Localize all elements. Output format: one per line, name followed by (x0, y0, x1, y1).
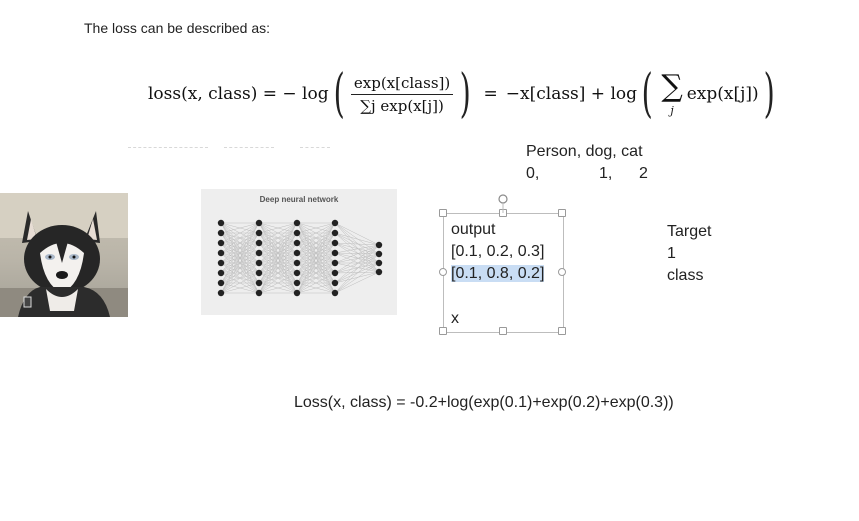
network-node (376, 269, 382, 275)
network-node (218, 230, 224, 236)
heading: The loss can be described as: (84, 20, 270, 36)
network-node (332, 250, 338, 256)
network-node (294, 230, 300, 236)
target-class-label: class (667, 265, 711, 287)
class-names: Person, dog, cat (526, 141, 648, 163)
target-value: 1 (667, 243, 711, 265)
network-node (376, 251, 382, 257)
network-node (218, 250, 224, 256)
divider (224, 147, 274, 148)
sum-term: exp(x[j]) (687, 84, 759, 104)
network-node (332, 290, 338, 296)
network-node (218, 270, 224, 276)
target-text: Target 1 class (667, 221, 711, 287)
sum-index: j (670, 104, 673, 117)
network-node (294, 260, 300, 266)
network-node (218, 240, 224, 246)
network-node (256, 250, 262, 256)
divider (300, 147, 330, 148)
husky-image (0, 193, 128, 317)
resize-handle-ne[interactable] (558, 209, 566, 217)
network-node (218, 280, 224, 286)
network-node (218, 260, 224, 266)
sum-operator: ∑ j (661, 72, 682, 117)
close-paren-2: ) (763, 68, 774, 120)
sigma-symbol: ∑ (661, 72, 682, 102)
open-paren-2: ( (642, 68, 653, 120)
resize-handle-se[interactable] (558, 327, 566, 335)
formula-equals: = (484, 84, 498, 104)
network-diagram (201, 189, 397, 315)
network-node (294, 290, 300, 296)
class-index-2: 2 (639, 163, 648, 185)
output-label: output (451, 219, 544, 241)
loss-formula: loss(x, class) = − log ( exp(x[class]) ∑… (148, 62, 779, 126)
network-node (294, 220, 300, 226)
network-node (256, 240, 262, 246)
class-indices: 0,1,2 (526, 163, 648, 185)
resize-handle-w[interactable] (439, 268, 447, 276)
network-node (218, 220, 224, 226)
network-node (332, 280, 338, 286)
network-edge (335, 254, 379, 273)
network-node (332, 240, 338, 246)
output-values-1: [0.1, 0.2, 0.3] (451, 241, 544, 263)
divider (128, 147, 208, 148)
resize-handle-nw[interactable] (439, 209, 447, 217)
class-index-1: 1, (599, 163, 639, 185)
target-label: Target (667, 221, 711, 243)
network-edge (335, 272, 379, 293)
network-node (332, 270, 338, 276)
formula-numerator: exp(x[class]) (351, 74, 453, 95)
network-edge (335, 223, 379, 245)
network-node (256, 230, 262, 236)
network-node (294, 240, 300, 246)
network-node (376, 242, 382, 248)
dog-photo (0, 193, 128, 317)
formula-denominator: ∑j exp(x[j]) (357, 95, 447, 115)
open-paren: ( (333, 68, 344, 120)
output-text[interactable]: output [0.1, 0.2, 0.3] [0.1, 0.8, 0.2] (451, 219, 544, 285)
resize-handle-sw[interactable] (439, 327, 447, 335)
formula-rhs: −x[class] + log (506, 84, 637, 104)
resize-handle-e[interactable] (558, 268, 566, 276)
network-node (294, 270, 300, 276)
network-node (332, 260, 338, 266)
class-labels: Person, dog, cat 0,1,2 (526, 141, 648, 185)
formula-fraction: exp(x[class]) ∑j exp(x[j]) (351, 74, 453, 115)
formula-lhs: loss(x, class) = − log (148, 84, 329, 104)
network-node (256, 270, 262, 276)
network-node (256, 280, 262, 286)
network-node (332, 220, 338, 226)
network-node (256, 220, 262, 226)
network-node (256, 290, 262, 296)
loss-equation: Loss(x, class) = -0.2+log(exp(0.1)+exp(0… (294, 394, 674, 412)
network-node (256, 260, 262, 266)
network-node (376, 260, 382, 266)
output-values-2-selected: [0.1, 0.8, 0.2] (451, 265, 544, 282)
class-index-0: 0, (526, 163, 599, 185)
resize-handle-s[interactable] (499, 327, 507, 335)
close-paren: ) (460, 68, 471, 120)
rotate-handle-icon[interactable] (496, 193, 510, 213)
network-node (332, 230, 338, 236)
network-node (294, 280, 300, 286)
deep-network-image: Deep neural network (201, 189, 397, 315)
network-node (218, 290, 224, 296)
x-label: x (451, 310, 459, 328)
network-node (294, 250, 300, 256)
